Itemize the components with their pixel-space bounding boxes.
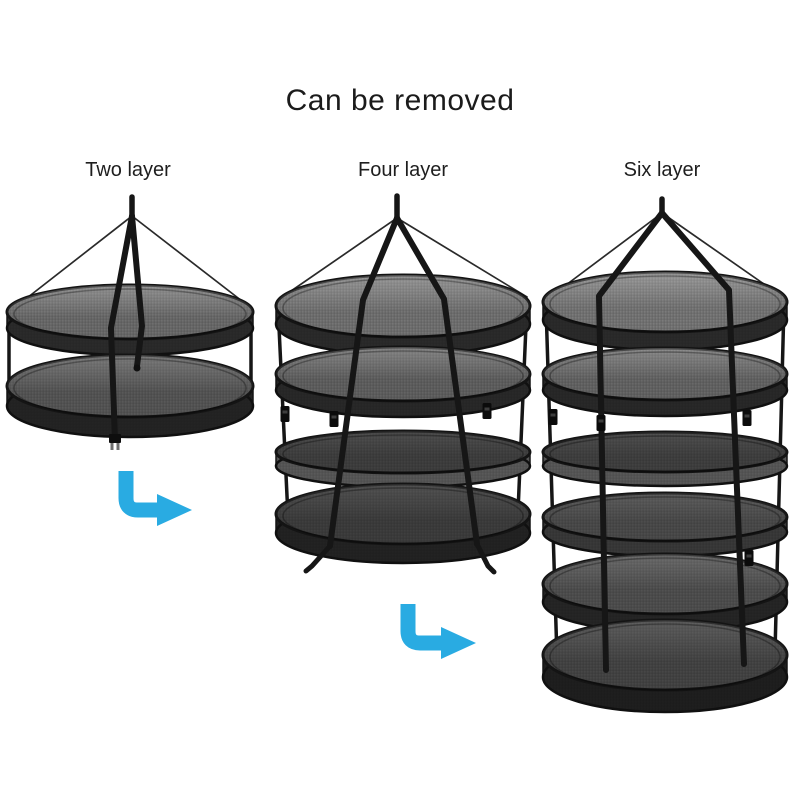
rack-two-layer xyxy=(5,194,255,450)
rack-six-layer xyxy=(541,196,789,714)
corner-down-right-arrow-icon xyxy=(118,471,192,526)
variant-label-two-layer: Two layer xyxy=(85,159,171,181)
corner-down-right-arrow-icon xyxy=(400,604,476,659)
page-title: Can be removed xyxy=(285,84,515,117)
variant-label-six-layer: Six layer xyxy=(623,159,701,181)
variant-label-four-layer: Four layer xyxy=(357,159,449,181)
rack-four-layer xyxy=(274,193,532,575)
